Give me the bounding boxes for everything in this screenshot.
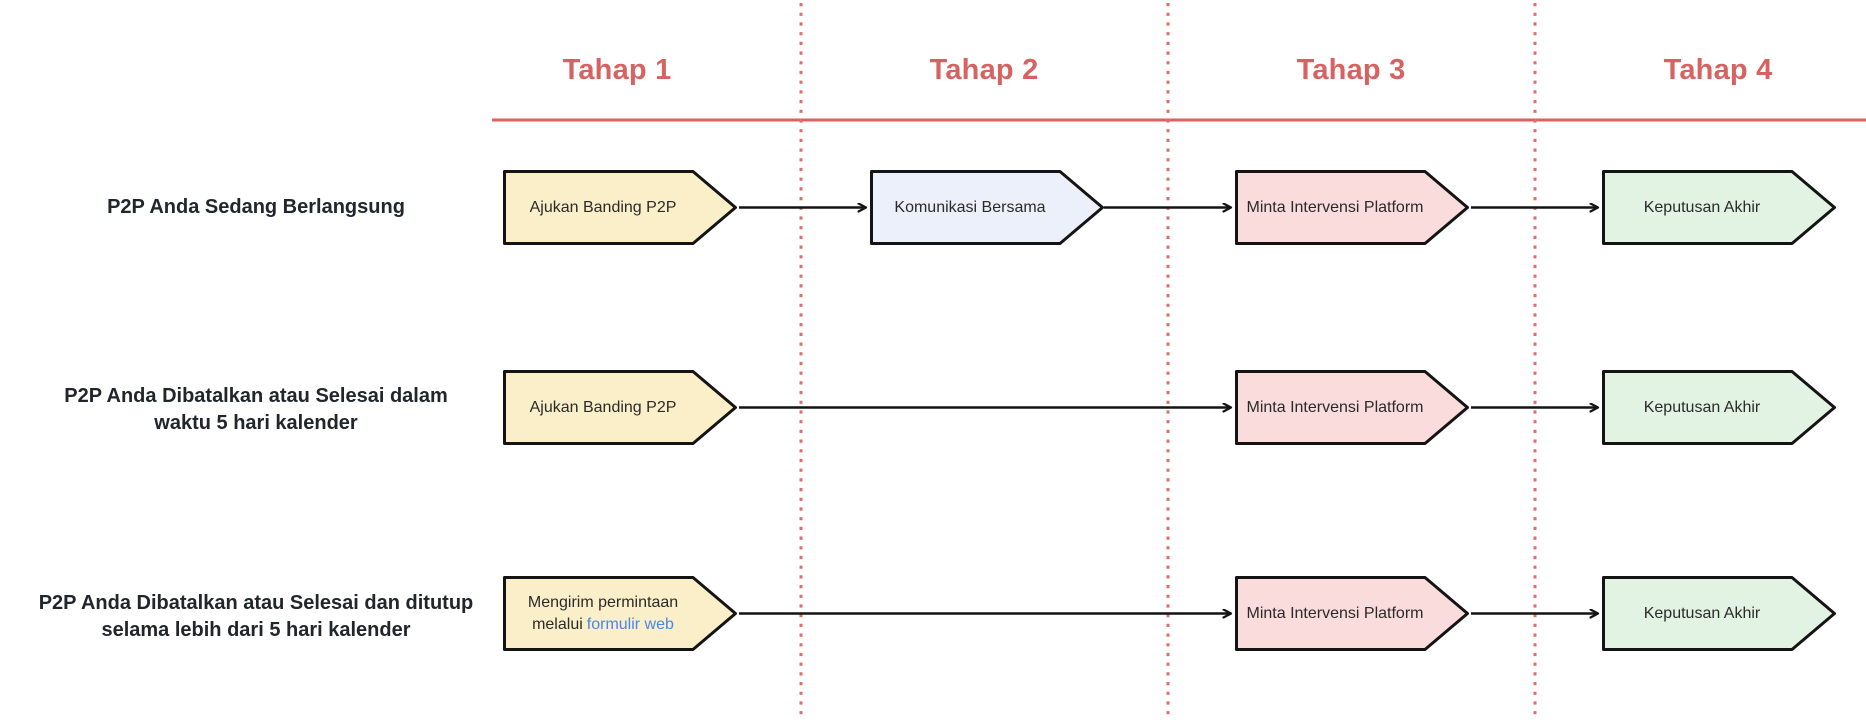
step-box-row3-keputusan-akhir: Keputusan Akhir xyxy=(1602,576,1836,651)
chevron-shape xyxy=(503,370,737,445)
step-label: Komunikasi Bersama xyxy=(894,198,1046,216)
row-label-1: P2P Anda Sedang Berlangsung xyxy=(10,194,502,221)
row-label-3: P2P Anda Dibatalkan atau Selesai dan dit… xyxy=(10,590,502,644)
step-box-row1-keputusan-akhir: Keputusan Akhir xyxy=(1602,170,1836,245)
step-label: Minta Intervensi Platform xyxy=(1246,198,1424,216)
step-box-row1-minta-intervensi: Minta Intervensi Platform xyxy=(1235,170,1469,245)
formulir-web-link[interactable]: formulir web xyxy=(586,615,674,633)
chevron-shape xyxy=(1235,576,1469,651)
step-label: Keputusan Akhir xyxy=(1643,198,1761,216)
step-label: Ajukan Banding P2P xyxy=(529,198,677,216)
stage-header-4: Tahap 4 xyxy=(1663,54,1773,86)
chevron-shape xyxy=(870,170,1104,245)
flow-arrows xyxy=(739,208,1598,614)
step-label-line: melalui formulir web xyxy=(532,614,674,636)
row-label-line: P2P Anda Dibatalkan atau Selesai dalam xyxy=(64,385,448,407)
step-box-row2-keputusan-akhir: Keputusan Akhir xyxy=(1602,370,1836,445)
row-label-line: P2P Anda Sedang Berlangsung xyxy=(107,196,405,218)
step-box-row1-komunikasi-bersama: Komunikasi Bersama xyxy=(870,170,1104,245)
step-box-row2-ajukan-banding: Ajukan Banding P2P xyxy=(503,370,737,445)
step-label-text: melalui xyxy=(532,615,583,633)
step-label: Minta Intervensi Platform xyxy=(1246,398,1424,416)
chevron-shape xyxy=(503,170,737,245)
step-label-line: Mengirim permintaan xyxy=(527,593,679,611)
chevron-shape xyxy=(1602,370,1836,445)
step-label: Ajukan Banding P2P xyxy=(529,398,677,416)
chevron-shape xyxy=(1602,576,1836,651)
step-box-row1-ajukan-banding: Ajukan Banding P2P xyxy=(503,170,737,245)
step-label: Mengirim permintaan melalui formulir web xyxy=(507,576,699,651)
step-box-row2-minta-intervensi: Minta Intervensi Platform xyxy=(1235,370,1469,445)
stage-header-3: Tahap 3 xyxy=(1296,54,1406,86)
step-label: Keputusan Akhir xyxy=(1643,604,1761,622)
chevron-shape xyxy=(503,576,737,651)
chevron-shape xyxy=(1602,170,1836,245)
step-box-row3-mengirim-permintaan: Mengirim permintaan melalui formulir web xyxy=(503,576,737,651)
step-label: Keputusan Akhir xyxy=(1643,398,1761,416)
row-label-line: P2P Anda Dibatalkan atau Selesai dan dit… xyxy=(38,592,474,614)
step-box-row3-minta-intervensi: Minta Intervensi Platform xyxy=(1235,576,1469,651)
stage-header-2: Tahap 2 xyxy=(929,54,1039,86)
stage-header-1: Tahap 1 xyxy=(562,54,672,86)
chevron-shape xyxy=(1235,370,1469,445)
row-label-line: waktu 5 hari kalender xyxy=(154,412,358,434)
chevron-shape xyxy=(1235,170,1469,245)
step-label: Minta Intervensi Platform xyxy=(1246,604,1424,622)
row-label-line: selama lebih dari 5 hari kalender xyxy=(101,619,411,641)
row-label-2: P2P Anda Dibatalkan atau Selesai dalam w… xyxy=(10,383,502,437)
